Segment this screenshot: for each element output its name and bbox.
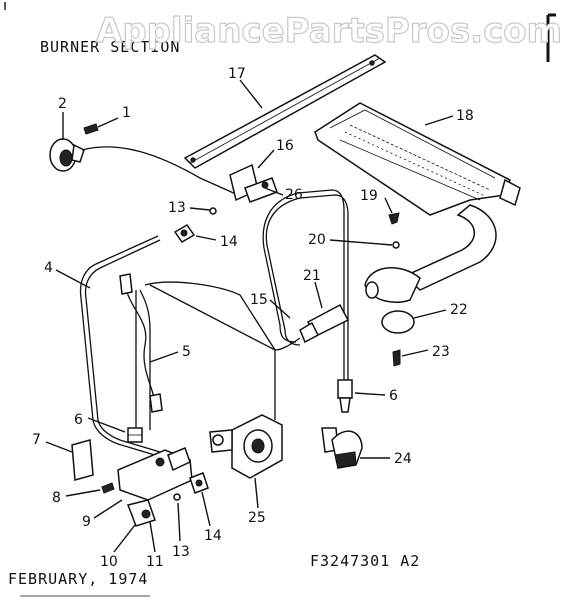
callout-13-lower: 13 — [172, 544, 190, 560]
callout-26: 26 — [285, 187, 303, 203]
part-5-wire — [119, 273, 163, 413]
long-tube — [144, 281, 276, 420]
part-16-bracket — [229, 163, 278, 203]
part-1-screw — [83, 117, 119, 135]
part-14-nut-lower — [189, 472, 209, 494]
callout-labels: 1 2 17 18 16 26 13 14 19 20 4 21 15 22 5… — [32, 66, 474, 570]
part-2-ignitor — [49, 138, 239, 196]
part-7-plate — [71, 439, 94, 481]
part-14-nut — [173, 224, 196, 243]
part-13-washer — [209, 207, 217, 215]
callout-9: 9 — [82, 514, 91, 530]
callout-13: 13 — [168, 200, 186, 216]
footer-part-code: F3247301 A2 — [310, 552, 420, 570]
callout-2: 2 — [58, 96, 67, 112]
part-8-screw — [101, 482, 115, 494]
part-6-fitting-right — [337, 379, 353, 413]
callout-6-right: 6 — [389, 388, 398, 404]
part-13-washer-lower — [173, 493, 181, 501]
part-20-washer — [392, 241, 400, 249]
callout-6-left: 6 — [74, 412, 83, 428]
part-15-tube — [262, 189, 349, 380]
callout-19: 19 — [360, 188, 378, 204]
callout-15: 15 — [250, 292, 268, 308]
part-4-tube — [79, 235, 171, 460]
part-22-plate — [381, 310, 415, 334]
part-17-rail — [183, 54, 387, 169]
callout-11: 11 — [146, 554, 164, 570]
callout-14: 14 — [220, 234, 238, 250]
leader-lines — [45, 79, 454, 553]
callout-14-lower: 14 — [204, 528, 222, 544]
callout-17: 17 — [228, 66, 246, 82]
part-25-regulator — [209, 414, 283, 479]
callout-4: 4 — [44, 260, 53, 276]
callout-21: 21 — [303, 268, 321, 284]
part-9-valve — [117, 447, 193, 527]
part-21-fitting — [299, 303, 350, 344]
part-18-burner — [314, 102, 521, 303]
callout-25: 25 — [248, 510, 266, 526]
callout-20: 20 — [308, 232, 326, 248]
callout-7: 7 — [32, 432, 41, 448]
callout-23: 23 — [432, 344, 450, 360]
footer-date: FEBRUARY, 1974 — [8, 570, 148, 588]
callout-16: 16 — [276, 138, 294, 154]
watermark: AppliancePartsPros.com — [96, 11, 562, 51]
callout-18: 18 — [456, 108, 474, 124]
section-title: BURNER SECTION — [40, 38, 180, 56]
callout-1: 1 — [122, 105, 131, 121]
part-24-elbow — [321, 427, 363, 469]
long-tube — [139, 289, 151, 430]
part-19-screw — [388, 212, 400, 225]
callout-5: 5 — [182, 344, 191, 360]
callout-22: 22 — [450, 302, 468, 318]
part-23-screw — [392, 349, 401, 367]
callout-24: 24 — [394, 451, 412, 467]
callout-8: 8 — [52, 490, 61, 506]
part-6-fitting-left — [127, 427, 143, 443]
callout-10: 10 — [100, 554, 118, 570]
edge-bracket — [546, 13, 556, 62]
